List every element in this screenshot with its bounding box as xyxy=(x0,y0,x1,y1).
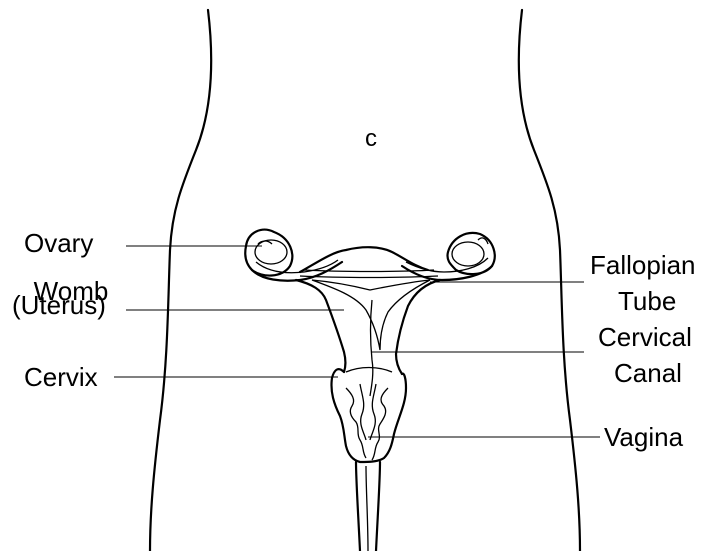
label-tube: Tube xyxy=(618,286,676,316)
vaginal-canal-right xyxy=(376,462,380,551)
uterus-outer-left xyxy=(296,280,346,372)
uterus-outer-right xyxy=(396,280,440,374)
vaginal-canal-left xyxy=(356,462,360,551)
label-fallopian: Fallopian xyxy=(590,250,696,280)
cervix xyxy=(331,369,406,462)
label-uterus: (Uterus) xyxy=(12,290,106,320)
cervix-top xyxy=(346,368,392,373)
label-cervical: Cervical xyxy=(598,322,692,352)
label-ovary: Ovary xyxy=(24,228,93,258)
cervical-canal xyxy=(370,300,373,396)
label-cervix: Cervix xyxy=(24,362,98,392)
right-fallopian-tube xyxy=(402,266,492,280)
body-outline-left xyxy=(150,10,211,551)
vaginal-wall-right xyxy=(372,388,388,460)
navel-mark: c xyxy=(365,124,377,154)
body-outline-right xyxy=(519,10,580,551)
label-vagina: Vagina xyxy=(604,422,683,452)
label-canal: Canal xyxy=(614,358,682,388)
